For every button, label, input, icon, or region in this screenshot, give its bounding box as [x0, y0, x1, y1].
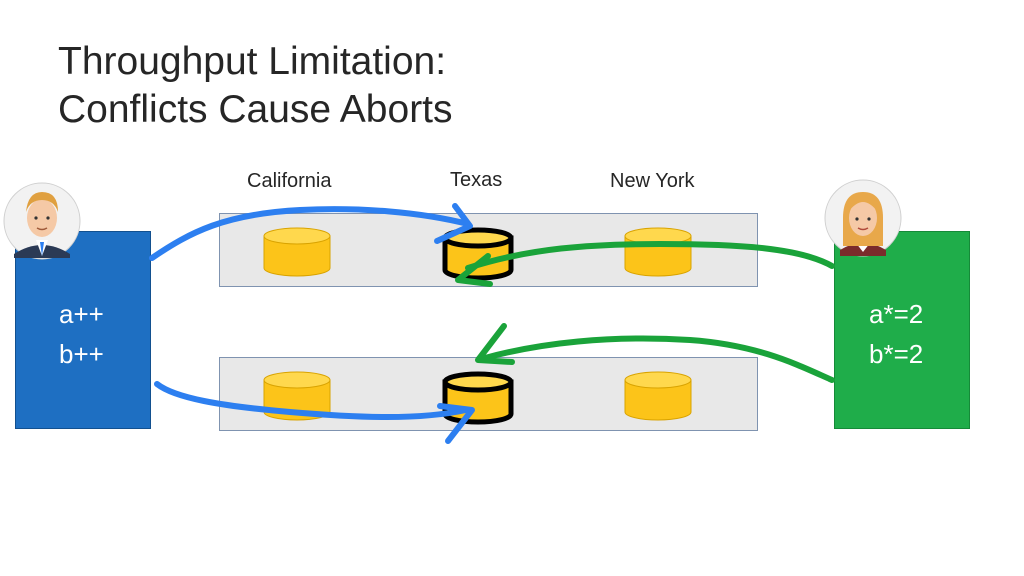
- blue-arrow-to-texas-b: [154, 381, 475, 444]
- title-line-2: Conflicts Cause Aborts: [58, 88, 453, 131]
- slide-title: Throughput Limitation: Conflicts Cause A…: [58, 38, 453, 134]
- client-right-box: a*=2 b*=2: [834, 231, 970, 429]
- client-right-op-2: b*=2: [869, 339, 924, 369]
- client-left-op-1: a++: [59, 299, 104, 329]
- client-left-box: a++ b++: [15, 231, 151, 429]
- user-avatar-woman-icon: [824, 179, 902, 257]
- blue-arrow-to-texas-a: [149, 203, 473, 261]
- green-arrow-to-texas-b: [475, 323, 835, 383]
- client-left-op-2: b++: [59, 339, 104, 369]
- region-label-new-york: New York: [610, 170, 695, 192]
- green-arrow-to-texas-a: [455, 241, 835, 287]
- client-right-op-1: a*=2: [869, 299, 924, 329]
- database-icon-california-a: [263, 227, 331, 277]
- region-label-texas: Texas: [450, 169, 503, 191]
- database-icon-new-york-b: [624, 371, 692, 421]
- region-label-california: California: [247, 170, 332, 192]
- database-icon-texas-a: [442, 227, 514, 281]
- database-icon-texas-b: [442, 371, 514, 425]
- title-line-1: Throughput Limitation:: [58, 40, 447, 83]
- database-icon-new-york-a: [624, 227, 692, 277]
- user-avatar-man-icon: [3, 182, 81, 260]
